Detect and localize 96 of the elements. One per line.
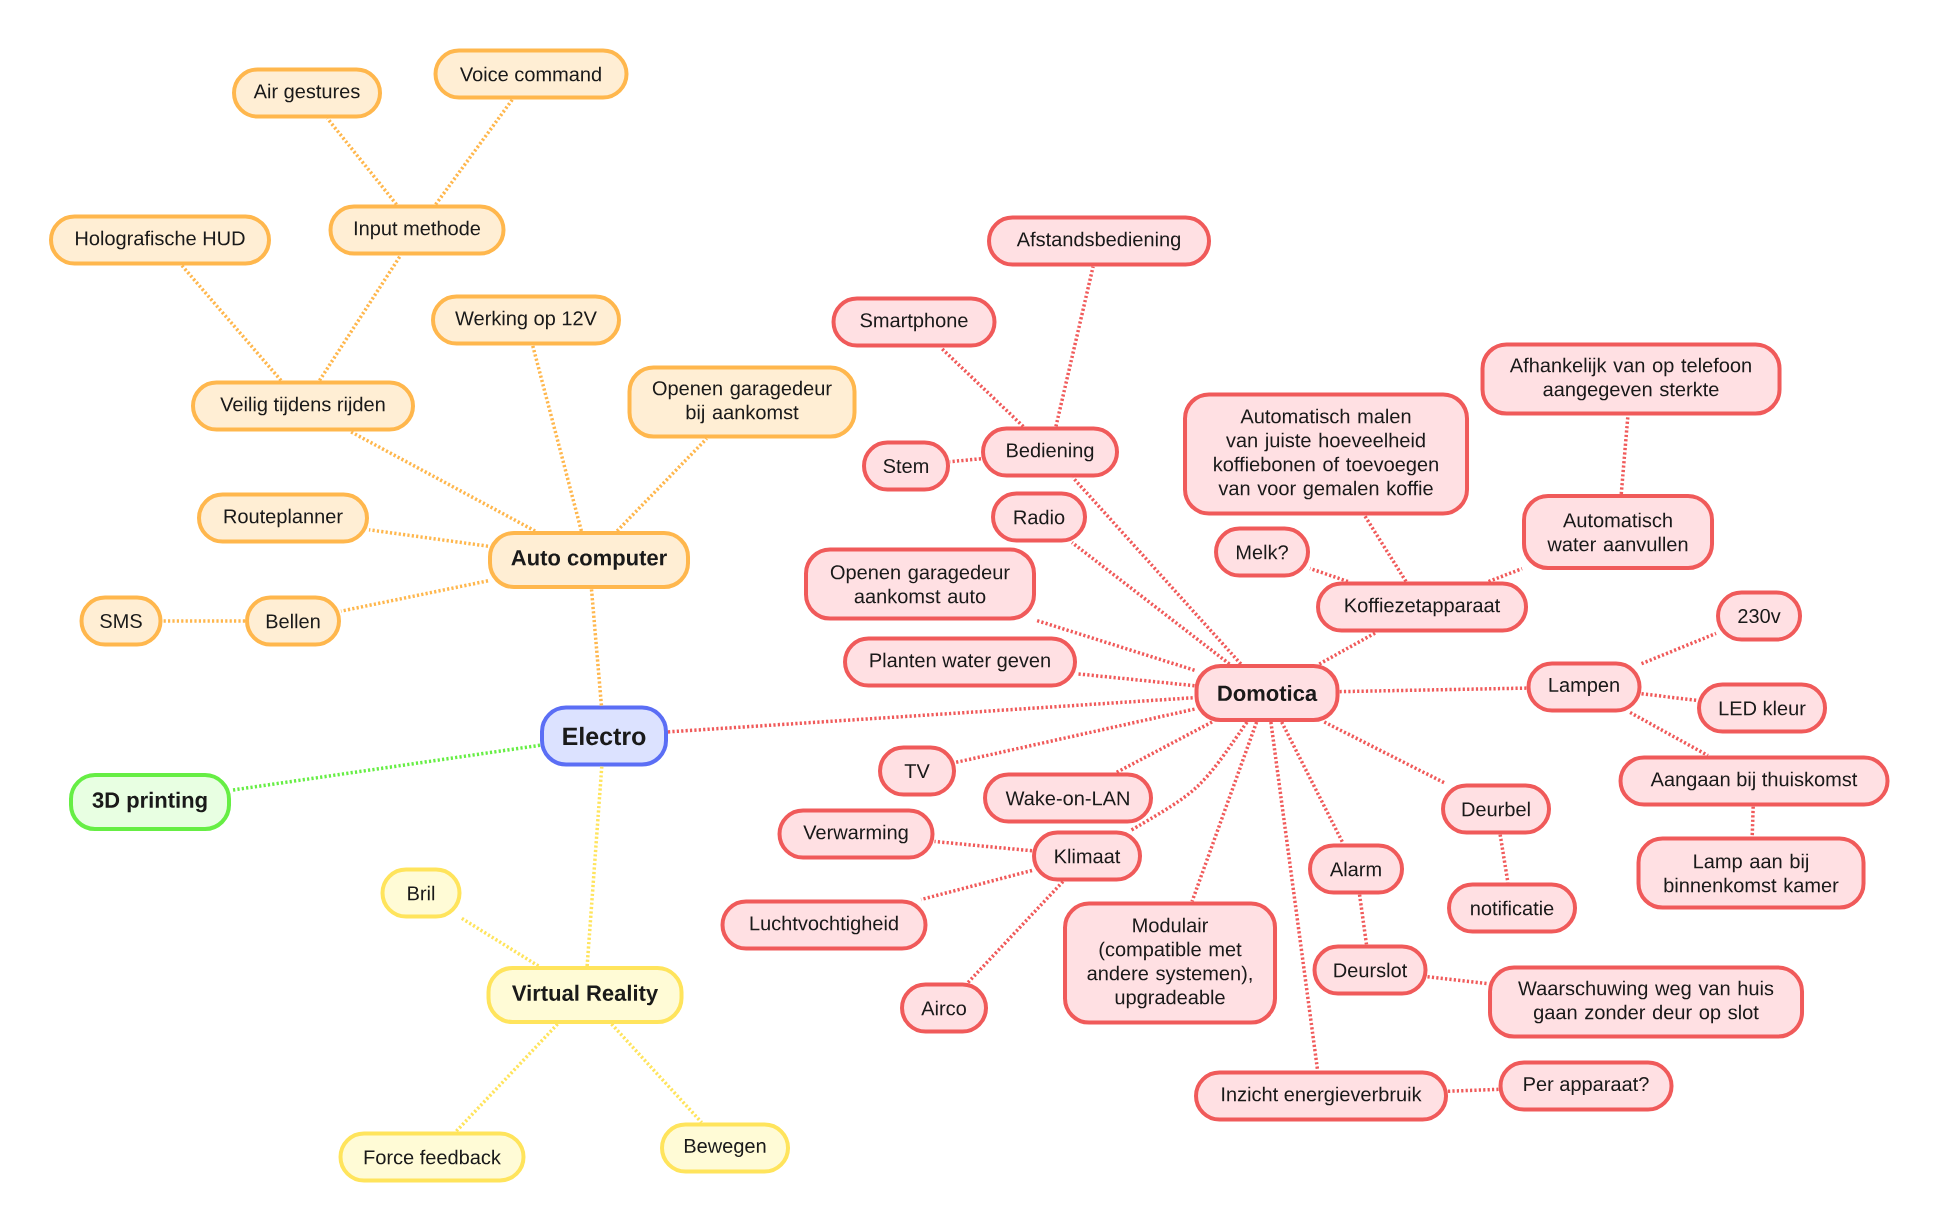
subtopic: Bediening [981, 426, 1119, 478]
connector-line [1339, 686, 1527, 694]
subtopic: Force feedback [338, 1131, 526, 1183]
connector-line [531, 345, 584, 532]
subtopic: Air gestures [232, 67, 382, 119]
subtopic: Afstandsbediening [987, 215, 1211, 267]
subtopic: Lampen [1526, 661, 1642, 713]
connector-line [1363, 514, 1408, 583]
subtopic: Airco [900, 982, 988, 1034]
main-topic: Auto computer [488, 531, 690, 589]
subtopic: Aangaan bij thuiskomst [1618, 755, 1890, 807]
subtopic: Automatisch malen van juiste hoeveelheid koffiebonen of toevoegen van voor gemalen koffie [1183, 392, 1469, 516]
main-topic: Virtual Reality [486, 966, 684, 1024]
subtopic: SMS [79, 595, 163, 647]
subtopic: Luchtvochtigheid [720, 899, 928, 951]
connector-line [1487, 567, 1523, 584]
connector-line [434, 98, 514, 206]
connector-line [934, 839, 1033, 853]
connector-line [585, 766, 604, 967]
subtopic: Klimaat [1032, 830, 1142, 882]
subtopic: Melk? [1214, 526, 1310, 578]
connector-line [966, 880, 1065, 984]
subtopic: Bellen [245, 595, 341, 647]
connector-line [1035, 618, 1196, 672]
subtopic: Verwarming [777, 808, 935, 860]
connector-line [1357, 894, 1369, 945]
subtopic: Lamp aan bij binnenkomst kamer [1636, 836, 1866, 910]
connector-line [1115, 720, 1213, 775]
subtopic: Deurslot [1312, 944, 1428, 996]
connector-line [589, 588, 604, 706]
subtopic: Inzicht energieverbruik [1194, 1070, 1448, 1122]
connector-line [1070, 541, 1231, 666]
connector-line [1427, 974, 1489, 986]
subtopic: Koffiezetapparaat [1316, 581, 1528, 633]
connector-line [1309, 566, 1349, 584]
subtopic: Openen garagedeur bij aankomst [627, 365, 857, 439]
connector-line [460, 916, 540, 968]
connector-line [939, 346, 1025, 428]
connector-line [1640, 631, 1717, 666]
connector-line [340, 579, 489, 613]
subtopic: Bril [380, 867, 462, 919]
subtopic: Wake-on-LAN [983, 772, 1153, 824]
subtopic: Voice command [433, 48, 629, 100]
subtopic: TV [878, 745, 956, 797]
connector-line [1498, 834, 1510, 883]
subtopic: Routeplanner [197, 492, 369, 544]
connector-line [1750, 806, 1755, 837]
connector-line [615, 437, 708, 533]
subtopic: 230v [1716, 590, 1802, 642]
subtopic: Planten water geven [843, 636, 1077, 688]
connector-line [454, 1022, 559, 1133]
main-topic: Domotica [1194, 664, 1340, 722]
connector-line [1619, 415, 1630, 495]
subtopic: Input methode [328, 204, 506, 256]
connector-line [162, 619, 245, 623]
main-topic: 3D printing [69, 773, 231, 831]
connector-line [1641, 692, 1698, 703]
subtopic: Per apparaat? [1498, 1060, 1674, 1112]
connector-line [1190, 721, 1259, 903]
connector-line [1076, 672, 1195, 688]
subtopic: LED kleur [1697, 682, 1827, 734]
subtopic: Holografische HUD [49, 214, 271, 266]
subtopic: Automatisch water aanvullen [1522, 494, 1714, 570]
connector-line [1318, 630, 1377, 666]
central-topic: Electro [540, 705, 668, 767]
connector-line [326, 117, 398, 206]
connector-line [1054, 266, 1095, 427]
connector-line [349, 429, 536, 533]
subtopic: Werking op 12V [431, 294, 621, 346]
subtopic: Deurbel [1441, 783, 1551, 835]
connector-line [180, 264, 283, 382]
connector-line [955, 707, 1195, 765]
connector-line [1280, 721, 1345, 845]
subtopic: Afhankelijk van op telefoon aangegeven sterkte [1480, 342, 1782, 416]
connector-line [920, 868, 1033, 902]
connector-line [1323, 720, 1447, 786]
subtopic: Stem [862, 440, 950, 492]
connector-line [318, 254, 402, 382]
connector-line [1447, 1087, 1499, 1093]
subtopic: Veilig tijdens rijden [191, 380, 415, 432]
connector-line [230, 743, 541, 792]
connector-line [610, 1022, 703, 1124]
connector-line [949, 456, 982, 464]
subtopic: Smartphone [831, 296, 997, 348]
connector-line [1071, 476, 1243, 666]
connector-line [1269, 721, 1320, 1071]
connector-line [368, 528, 489, 548]
subtopic: Modulair (compatible met andere systemen), upgradeable [1063, 901, 1277, 1025]
subtopic: Waarschuwing weg van huis gaan zonder deur op slot [1488, 965, 1804, 1039]
subtopic: Openen garagedeur aankomst auto [804, 547, 1036, 621]
subtopic: notificatie [1447, 882, 1577, 934]
subtopic: Bewegen [660, 1122, 790, 1174]
connector-line [1129, 721, 1249, 833]
subtopic: Radio [991, 491, 1087, 543]
connector-line [667, 695, 1195, 734]
subtopic: Alarm [1308, 843, 1404, 895]
